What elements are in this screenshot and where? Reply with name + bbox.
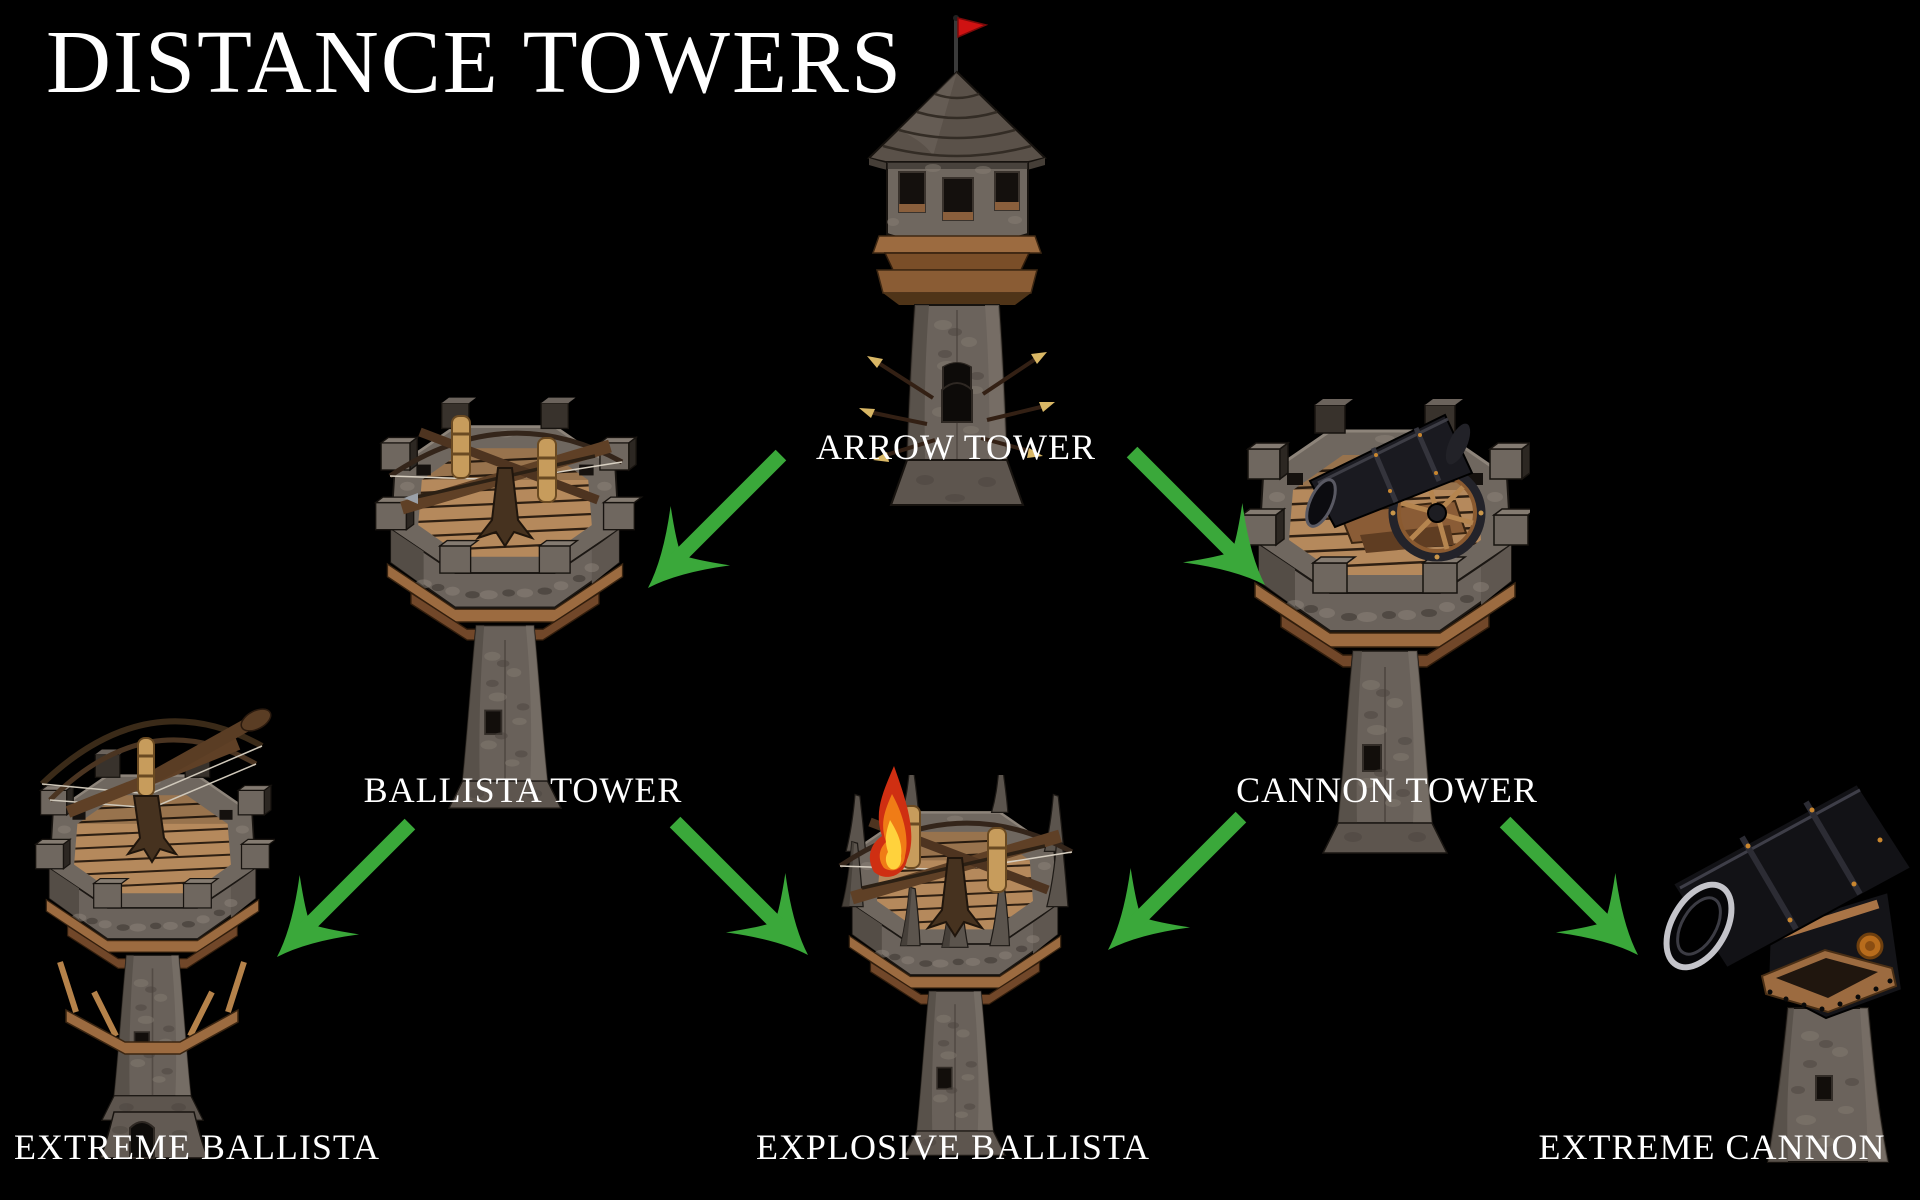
edge-arrow-to-ballista (612, 424, 802, 608)
shaft-extension (98, 1111, 210, 1159)
extreme-ballista-image (30, 660, 275, 1160)
label-explosive-ballista: EXPLOSIVE BALLISTA (755, 1127, 1151, 1167)
ballista-tower-image (360, 380, 650, 810)
lookout-room (886, 161, 1029, 246)
stone-pedestal (1766, 1007, 1890, 1163)
tower-base (889, 361, 1025, 506)
stuck-arrows (859, 352, 1055, 462)
balcony-band (65, 1008, 239, 1055)
edge-ballista-to-extreme-ballista (245, 792, 435, 982)
edge-cannon-to-extreme-cannon (1474, 790, 1664, 980)
support-struts (57, 961, 247, 1038)
cannon (1305, 413, 1486, 562)
label-cannon-tower: CANNON TOWER (1236, 770, 1538, 810)
wooden-balcony (871, 235, 1043, 305)
fire (869, 766, 912, 877)
edge-cannon-to-explosive-ballista (1077, 792, 1267, 976)
ballista (388, 415, 624, 548)
arrow-tower-image (855, 10, 1060, 510)
cannon-tower-image (1240, 385, 1530, 855)
label-arrow-tower: ARROW TOWER (815, 427, 1097, 467)
red-flag (957, 17, 989, 39)
label-extreme-ballista: EXTREME BALLISTA (13, 1127, 381, 1167)
edge-ballista-to-explosive-ballista (647, 790, 837, 980)
label-extreme-cannon: EXTREME CANNON (1538, 1127, 1886, 1167)
extreme-cannon-image (1620, 780, 1920, 1165)
explosive-ballista-image (810, 760, 1100, 1165)
page-title: DISTANCE TOWERS (46, 13, 904, 112)
extreme-ballista-weapon (39, 708, 272, 864)
cannon-barrel (1663, 782, 1913, 971)
edge-arrow-to-cannon (1102, 422, 1292, 608)
cannon-mount (1760, 890, 1904, 1020)
label-ballista-tower: BALLISTA TOWER (363, 770, 683, 810)
